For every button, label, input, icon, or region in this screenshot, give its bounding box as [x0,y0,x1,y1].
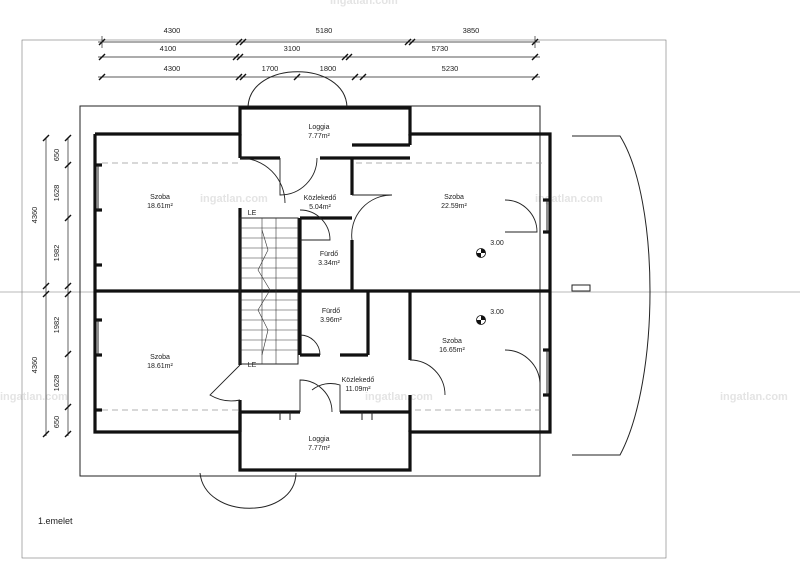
dim-left-1-b: 1628 [52,185,61,202]
room-6-area: 18.61m² [147,363,173,370]
dim-top-1-c: 3850 [463,26,480,35]
windows [97,165,548,420]
room-1-area: 18.61m² [147,203,173,210]
dim-left-2-a: 4360 [30,207,39,224]
watermarks: ingatlan.com ingatlan.com ingatlan.com i… [0,0,788,403]
watermark-2: ingatlan.com [535,193,603,205]
dim-left-1-d: 1982 [52,317,61,334]
staircase [239,217,299,365]
outer-walls [93,106,552,472]
room-5-area: 3.96m² [320,317,342,324]
room-5-name: Fürdő [322,308,340,315]
dim-top-2-b: 3100 [284,44,301,53]
dim-left-1-f: 650 [52,416,61,429]
room-0-area: 7.77m² [308,133,330,140]
dim-top-2-a: 4100 [160,44,177,53]
room-7-name: Szoba [442,338,462,345]
dim-top-1-b: 5180 [316,26,333,35]
interior-walls [95,134,550,432]
room-7-area: 16.65m² [439,347,465,354]
top-loggia-arc [247,71,348,108]
room-8-area: 11.09m² [345,386,371,393]
stair-label-down: LE [248,362,257,369]
room-4-name: Fürdő [320,251,338,258]
watermark-1: ingatlan.com [200,193,268,205]
room-labels: Loggia 7.77m² Szoba 18.61m² Közlekedő 5.… [147,124,467,452]
watermark-4: ingatlan.com [365,391,433,403]
dim-left-2-b: 4360 [30,357,39,374]
stair-label-up: LE [248,210,257,217]
dim-top-3-d: 5230 [442,64,459,73]
right-roof-extension [572,135,651,456]
left-dimensions: 4360 4360 650 1628 1982 1982 1628 650 [30,134,72,438]
room-3-area: 22.59m² [441,203,467,210]
room-9-name: Loggia [308,436,329,443]
watermark-3: ingatlan.com [0,391,68,403]
room-8-name: Közlekedő [342,377,375,384]
bottom-loggia-arc [199,472,297,509]
roof-slope-lines [102,162,545,411]
room-2-name: Közlekedő [304,195,337,202]
outer-frame [21,39,667,559]
dim-top-3-a: 4300 [164,64,181,73]
room-9-area: 7.77m² [308,445,330,452]
dim-top-1-a: 4300 [164,26,181,35]
dim-left-1-e: 1628 [52,375,61,392]
top-dimensions: 4300 5180 3850 4100 3100 5730 4300 1700 … [98,26,540,81]
room-1-name: Szoba [150,194,170,201]
dim-top-3-b: 1700 [262,64,279,73]
height-marker-1: 3.00 [476,240,504,258]
dim-left-1-a: 650 [52,149,61,162]
watermark-5: ingatlan.com [720,391,788,403]
right-roof-stub [571,284,591,292]
dim-top-3-c: 1800 [320,64,337,73]
height-label-1: 3.00 [490,240,504,247]
floor-label: 1.emelet [38,516,73,526]
room-6-name: Szoba [150,354,170,361]
height-marker-2: 3.00 [476,309,504,325]
doors [209,157,541,413]
watermark-6: ingatlan.com [330,0,398,7]
dim-top-2-c: 5730 [432,44,449,53]
height-label-2: 3.00 [490,309,504,316]
room-4-area: 3.34m² [318,260,340,267]
dim-left-1-c: 1982 [52,245,61,262]
room-3-name: Szoba [444,194,464,201]
room-0-name: Loggia [308,124,329,131]
room-2-area: 5.04m² [309,204,331,211]
